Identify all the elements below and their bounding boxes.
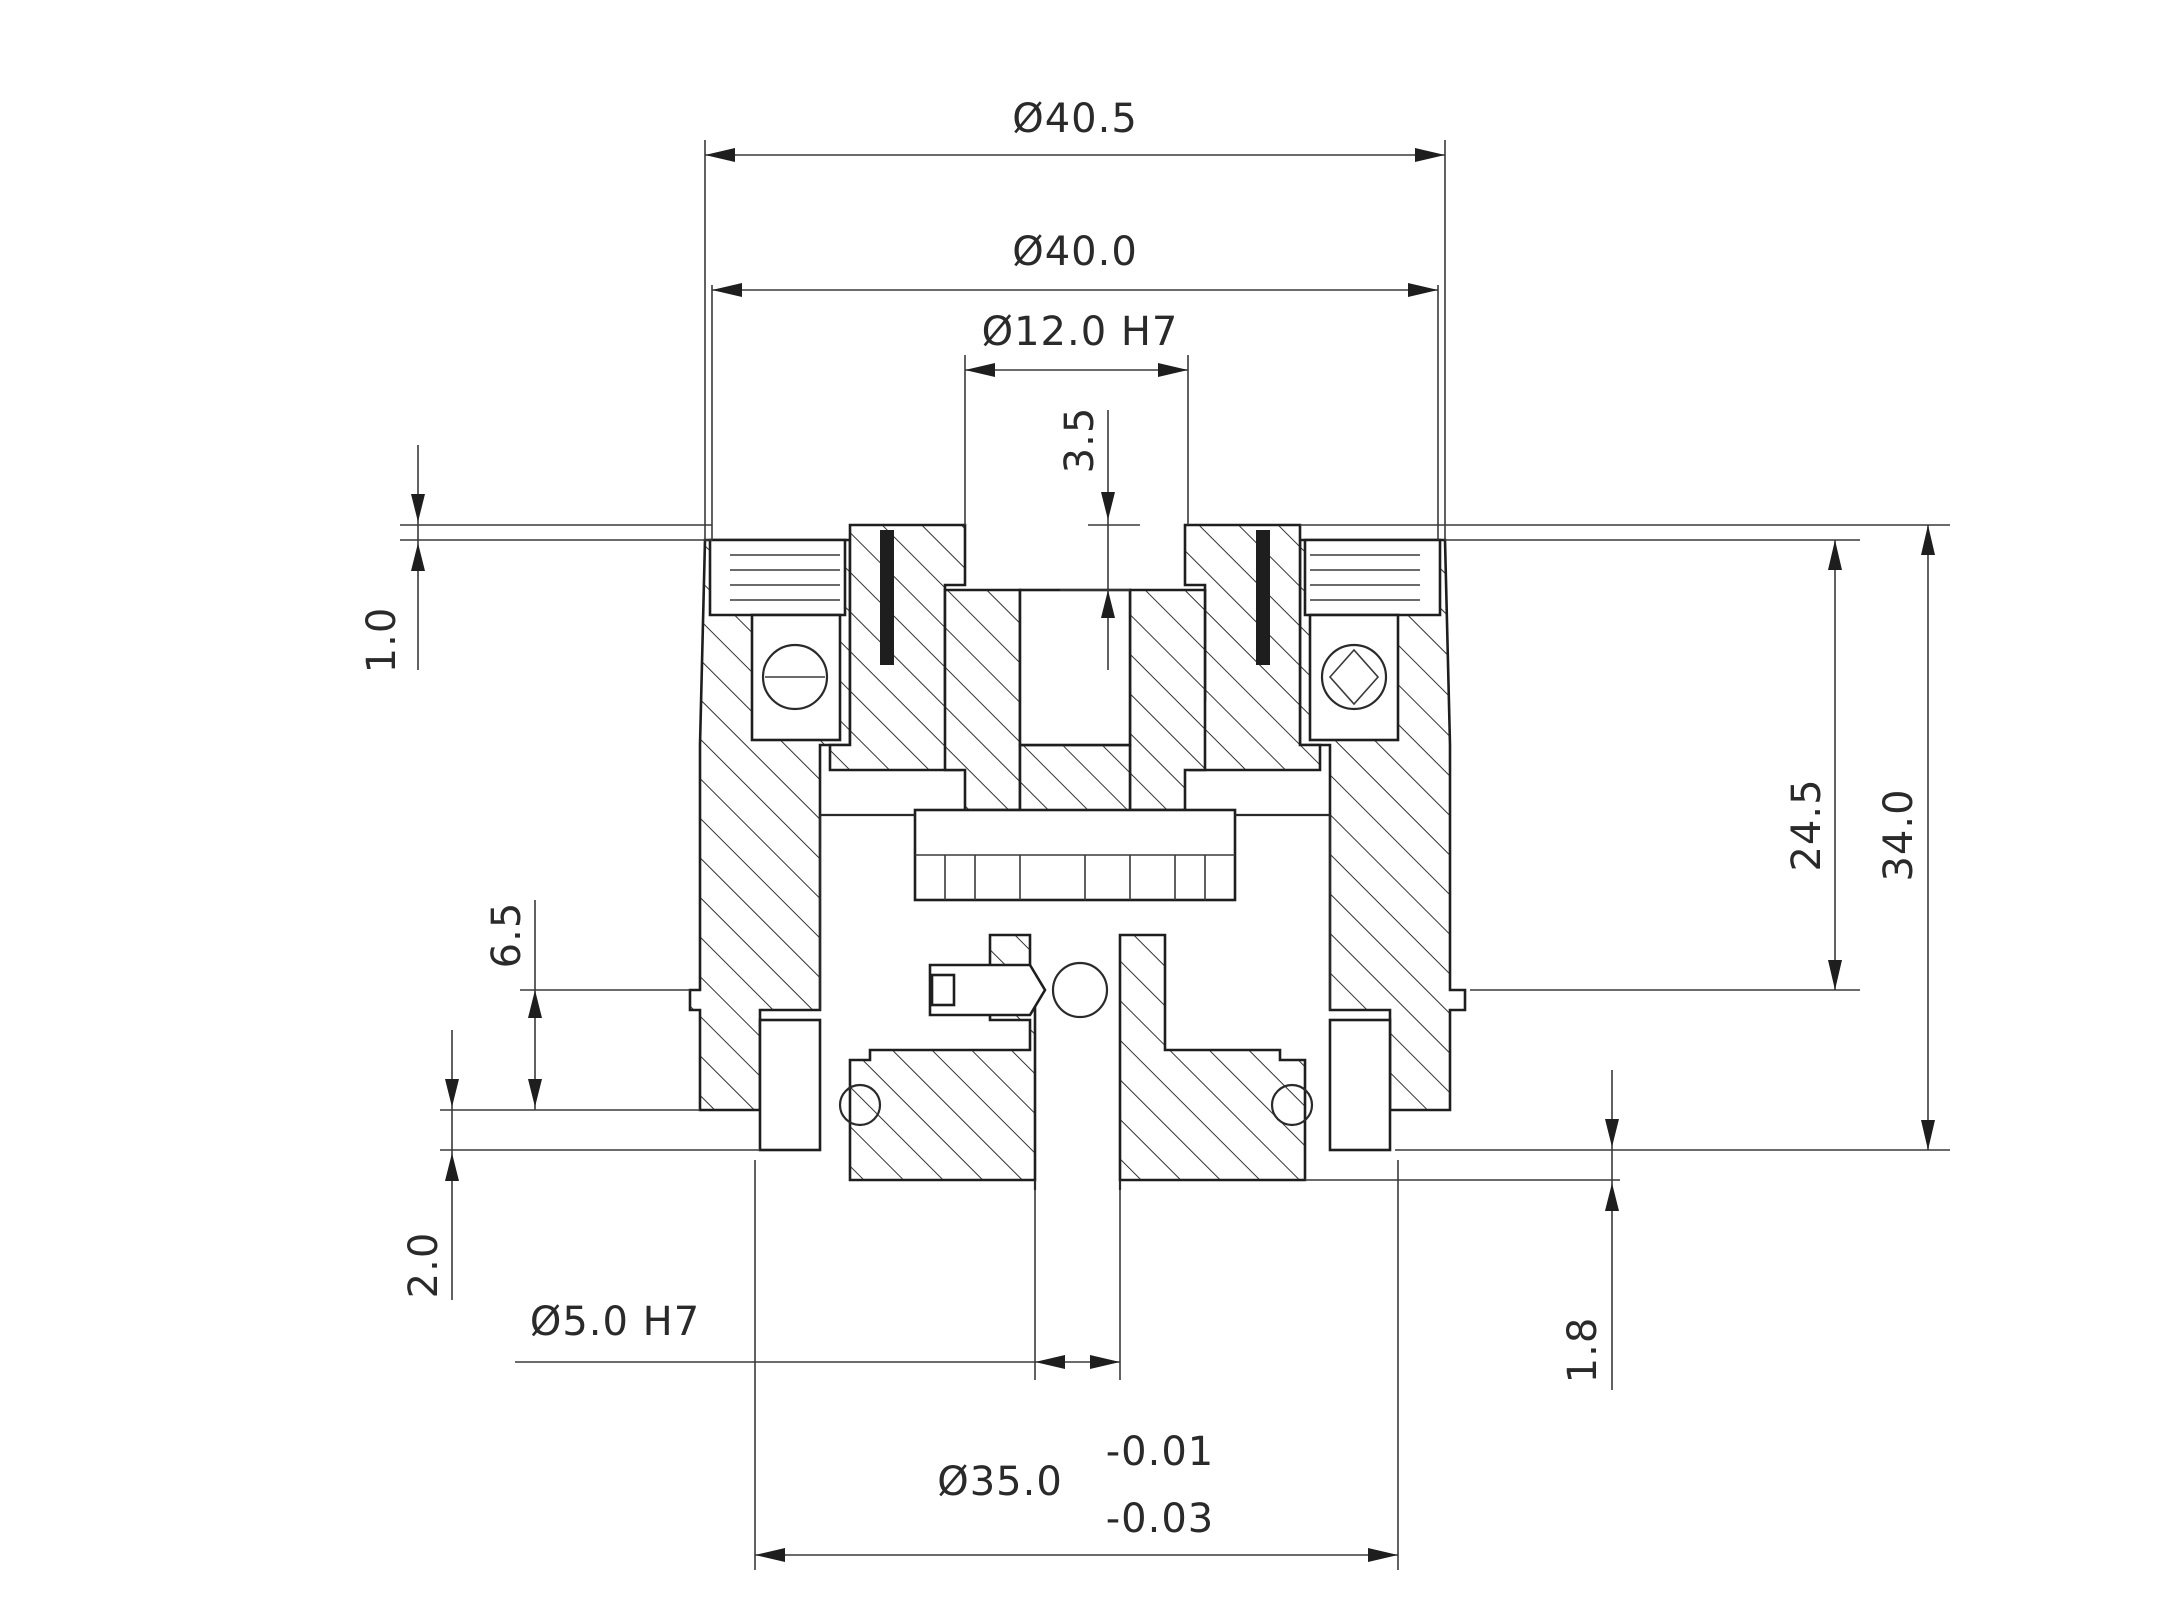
dimension-lines — [400, 140, 1950, 1570]
thread-lines-left — [730, 554, 840, 601]
bearing-ball-left — [761, 643, 829, 711]
pin-hole — [1051, 961, 1109, 1019]
dim-body-diameter: Ø40.0 — [1012, 229, 1138, 275]
locking-pin — [928, 963, 1047, 1017]
bearing-ball-right — [1320, 643, 1388, 711]
bearing-right — [1308, 613, 1400, 742]
cross-section — [688, 523, 1467, 1190]
inner-cavity — [818, 813, 1332, 1010]
dim-pilot-tol-lower: -0.03 — [1106, 1496, 1215, 1542]
central-hub-right — [1128, 588, 1207, 812]
dim-outer-diameter: Ø40.5 — [1012, 96, 1138, 142]
dim-flange-thickness: 2.0 — [401, 1232, 447, 1299]
dim-bore-depth: 3.5 — [1057, 407, 1103, 474]
dim-pilot-height: 1.8 — [1560, 1317, 1606, 1384]
dim-lower-step: 6.5 — [484, 902, 530, 969]
dim-pilot-tol-upper: -0.01 — [1106, 1429, 1215, 1475]
lower-bearing-left — [758, 1018, 822, 1152]
dim-bore-diameter: Ø12.0 H7 — [982, 309, 1179, 355]
thread-ring-right — [1303, 538, 1442, 617]
output-flange-right — [1118, 933, 1307, 1182]
thread-lines-right — [1310, 554, 1420, 601]
dim-pin-diameter: Ø5.0 H7 — [530, 1299, 700, 1345]
dim-height-total: 34.0 — [1876, 788, 1922, 881]
dim-height-inner: 24.5 — [1784, 778, 1830, 871]
dimension-labels: Ø40.5 Ø40.0 Ø12.0 H7 3.5 1.0 6.5 2.0 Ø5.… — [359, 96, 1922, 1542]
central-hub-left — [943, 588, 1022, 812]
thread-ring-left — [708, 538, 847, 617]
dim-top-step: 1.0 — [359, 607, 405, 674]
lower-bearing-right — [1328, 1018, 1392, 1152]
dim-pilot-diameter: Ø35.0 — [937, 1459, 1063, 1505]
